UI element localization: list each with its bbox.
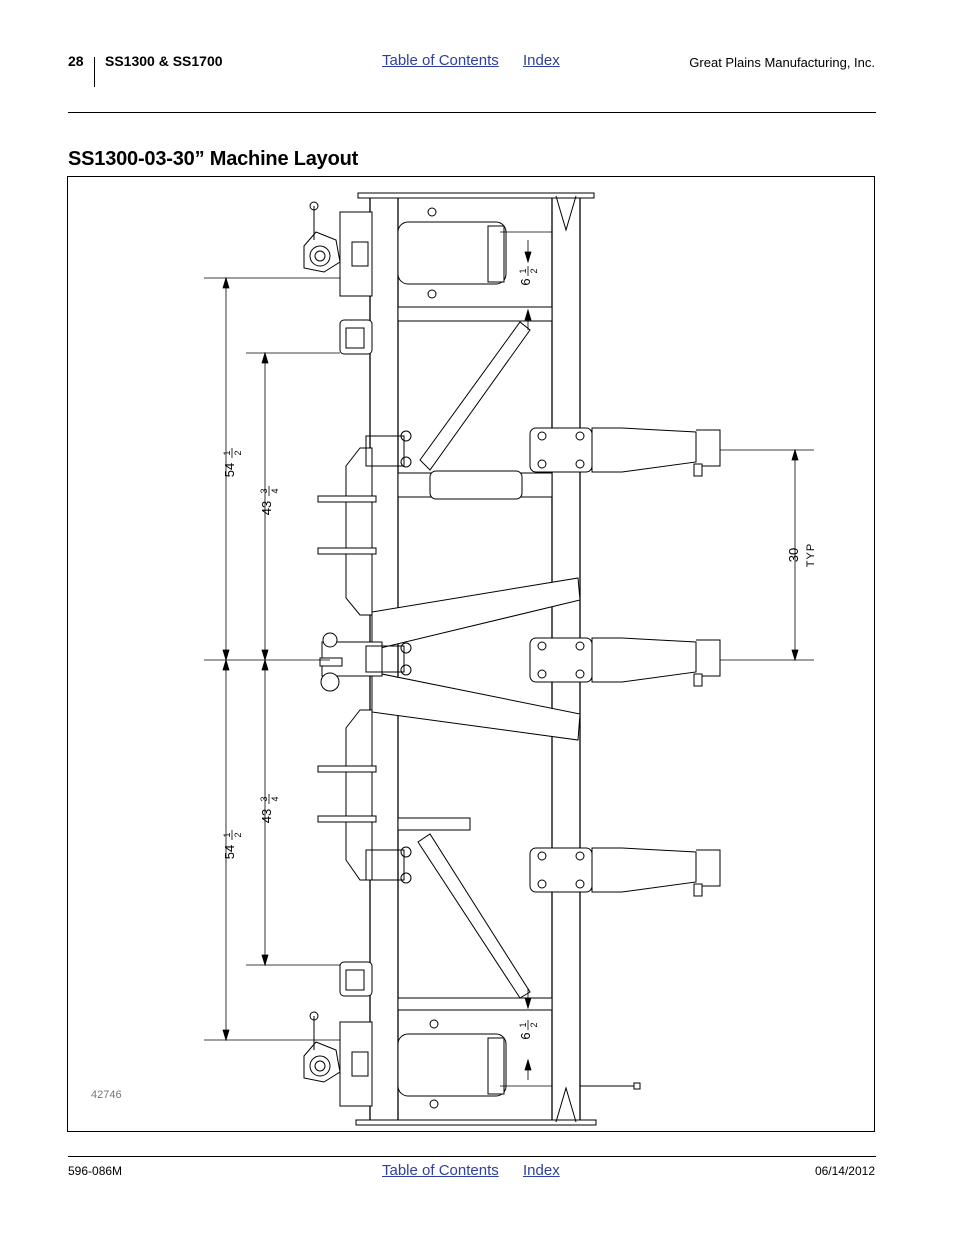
row-unit-2 (529, 637, 721, 687)
svg-text:3: 3 (259, 488, 269, 493)
footer-toc-link[interactable]: Table of Contents (382, 1162, 499, 1179)
gauge-wheel-bottom (303, 1011, 507, 1109)
dim-offset-bottom: 6 (518, 1032, 533, 1039)
dimension-lines (204, 231, 814, 1087)
svg-text:1: 1 (518, 268, 528, 273)
dim-offset-top: 6 (518, 278, 533, 285)
header-rule (68, 112, 876, 113)
svg-text:4: 4 (270, 488, 280, 493)
svg-text:3: 3 (259, 796, 269, 801)
figure-frame (67, 176, 875, 1132)
dim-outer-bottom: 54 (222, 845, 237, 859)
svg-text:2: 2 (529, 1022, 539, 1027)
footer-rule (68, 1156, 876, 1157)
figure-number: 42746 (91, 1089, 122, 1101)
header-toc-link[interactable]: Table of Contents (382, 52, 499, 69)
header-divider (94, 57, 95, 87)
svg-text:1: 1 (222, 832, 232, 837)
footer-index-link[interactable]: Index (523, 1162, 560, 1179)
dim-spacing: 30 (786, 548, 801, 562)
svg-text:1: 1 (518, 1022, 528, 1027)
svg-text:4: 4 (270, 796, 280, 801)
doc-number: 596-086M (68, 1164, 123, 1178)
row-unit-3 (529, 847, 721, 897)
page-number: 28 (68, 53, 84, 69)
header-index-link[interactable]: Index (523, 52, 560, 69)
side-plates (317, 447, 377, 881)
hitch-tongue (319, 577, 581, 741)
svg-text:2: 2 (233, 832, 243, 837)
dim-inner-top: 43 (259, 501, 274, 515)
dim-inner-bottom: 43 (259, 809, 274, 823)
section-title: SS1300-03-30” Machine Layout (68, 148, 359, 170)
cross-members (397, 306, 553, 1011)
dimension-labels: 54 1 2 43 3 4 54 1 2 43 3 4 6 1 2 (222, 266, 817, 1040)
row-unit-1 (529, 427, 721, 477)
model-title: SS1300 & SS1700 (105, 53, 223, 69)
beam-ends (555, 195, 641, 1123)
beam-brackets (339, 319, 412, 997)
dim-spacing-note: TYP (805, 543, 817, 567)
publish-date: 06/14/2012 (814, 1164, 875, 1178)
diagonal-braces (417, 321, 531, 999)
gauge-wheel-top (303, 201, 507, 299)
svg-text:1: 1 (222, 450, 232, 455)
dim-outer-top: 54 (222, 463, 237, 477)
company-name: Great Plains Manufacturing, Inc. (689, 55, 875, 70)
svg-text:2: 2 (233, 450, 243, 455)
svg-text:2: 2 (529, 268, 539, 273)
